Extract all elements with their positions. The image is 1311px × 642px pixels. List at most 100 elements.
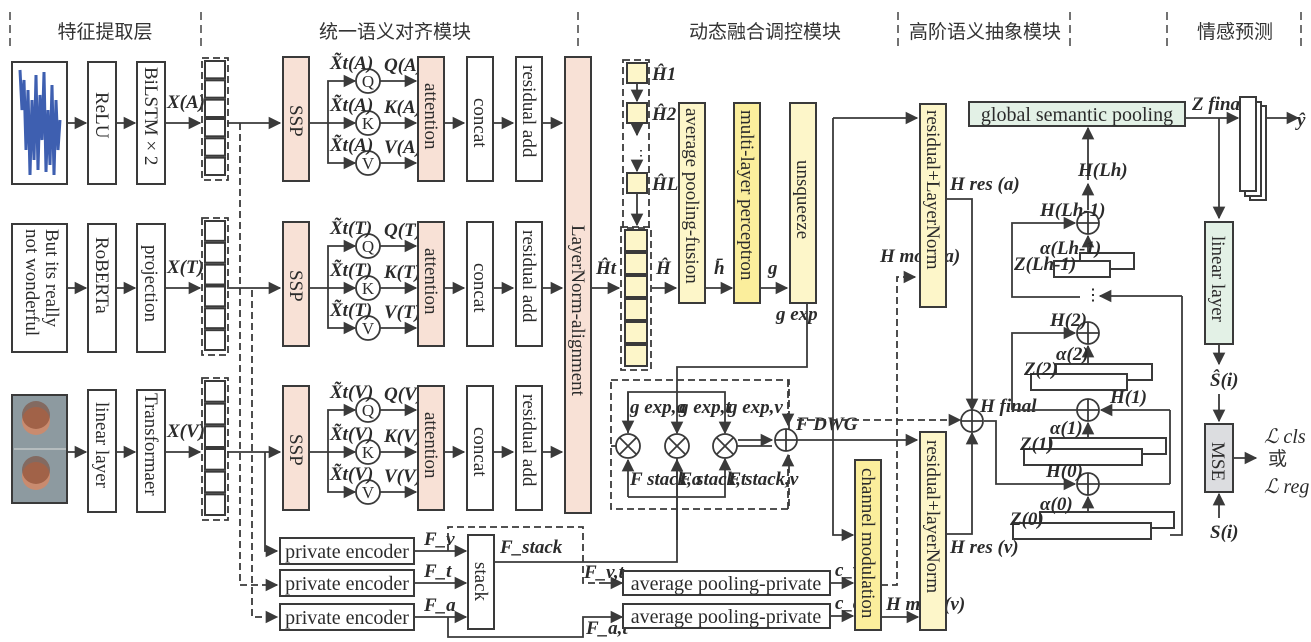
x-tilde-label: X̃t(T) [329, 260, 372, 281]
transformer-label: Transformaer [140, 393, 161, 496]
fused-token-cell [624, 298, 648, 321]
token-cell [204, 285, 226, 308]
v-matrix-label: V(V) [384, 466, 422, 487]
h-lh-label: H(Lh) [1077, 160, 1128, 181]
f-v-label: F_v [423, 529, 455, 550]
fused-token-cell [624, 344, 648, 367]
attention-block [417, 221, 445, 347]
dynamic-fusion: Ĥt ⋮ Ĥ1 Ĥ2 ĤL Ĥ average pooling-fusion h… [591, 59, 1037, 631]
fused-token-cell [624, 229, 648, 252]
projection-block [136, 223, 166, 353]
attention-label: attention [420, 412, 441, 479]
z-lh1-block [1053, 260, 1111, 278]
attention-label: attention [420, 83, 441, 150]
relu-label: ReLU [91, 92, 112, 139]
concat-block [466, 385, 494, 511]
token-cell [204, 118, 226, 138]
g-exp-v-label: g exp,v [727, 397, 783, 418]
f-stack-a-label: F stack,a [629, 469, 702, 490]
q-matrix-label: Q(T) [384, 220, 422, 241]
residual-layernorm-v-label: residual+layerNorm [922, 440, 943, 593]
bilstm-label: BiLSTM × 2 [140, 67, 161, 165]
ssp-block [282, 385, 310, 511]
projection-label: projection [140, 245, 161, 323]
private-branch: private encoder private encoder private … [279, 455, 863, 639]
token-cell [204, 493, 226, 517]
avg-pool-private-label: average pooling-private [631, 573, 822, 595]
token-stack-dashed [201, 377, 229, 521]
attention-block [417, 56, 445, 182]
attention-label: attention [420, 248, 441, 315]
mlp-label: multi-layer perceptron [736, 110, 757, 281]
avg-pool-private-a [622, 603, 831, 629]
mse-label: MSE [1207, 442, 1228, 481]
token-cell [204, 329, 226, 351]
residual-layernorm-a-block [919, 103, 947, 308]
classifier-block [1239, 96, 1257, 192]
mlp-block [733, 102, 761, 304]
vdots: ⋮ [634, 149, 648, 164]
h-lh1-label: H(Lh-1) [1039, 200, 1105, 221]
x-t-label: X(T) [166, 257, 204, 278]
layernorm-alignment-label: LayerNorm-alignment [567, 225, 588, 397]
residual-add-label: residual add [518, 230, 539, 323]
private-encoder-t [279, 569, 415, 597]
vdots: ⋮ [1085, 287, 1101, 304]
token-cell [204, 79, 226, 99]
residual-layernorm-a-label: residual+LayerNorm [922, 110, 943, 270]
avg-pool-fusion-block [678, 102, 706, 304]
residual-add-block [515, 385, 543, 511]
header-emotion-prediction: 情感预测 [1197, 21, 1273, 43]
token-cell [204, 137, 226, 157]
avg-pool-private-v [622, 570, 831, 596]
h-res-v-label: H res (v) [949, 537, 1019, 558]
token-cell [204, 60, 226, 80]
h-bar-label: h̄ [714, 257, 725, 279]
k-matrix-label: K(T) [383, 262, 421, 283]
attention-block [417, 385, 445, 511]
h-0-label: H(0) [1045, 461, 1083, 482]
loss-cls-label: ℒ cls [1264, 426, 1306, 448]
z-0-block [1012, 522, 1152, 540]
f-stack-t-label: F stack,t [678, 469, 747, 490]
feature-extraction: ReLU BiLSTM × 2 RoBERTa projection linea… [67, 61, 205, 513]
h-hat-label: Ĥ [655, 257, 672, 279]
k-label: K [362, 114, 375, 133]
q-label: Q [362, 401, 374, 420]
text-input-line2: not wonderful [21, 229, 42, 336]
unsqueeze-label: unsqueeze [792, 160, 813, 239]
q-matrix-label: Q(A) [384, 55, 423, 76]
token-cell [204, 220, 226, 242]
h-2-label: H(2) [1049, 310, 1087, 331]
g-exp-t-label: g exp,t [678, 397, 731, 418]
z-final-label: Z final [1191, 94, 1246, 115]
text-input-line1: But its really [41, 229, 62, 328]
linear-layer-pred-block [1204, 221, 1234, 345]
high-order-abstraction: global semantic pooling H(Lh) H(Lh-1) Z(… [968, 101, 1186, 540]
x-tilde-label: X̃t(V) [329, 382, 373, 403]
ssp-label: SSP [285, 434, 306, 466]
q-label: Q [362, 72, 374, 91]
fused-token-cell [624, 252, 648, 275]
token-cell [204, 307, 226, 330]
unsqueeze-block [789, 102, 817, 304]
k-matrix-label: K(V) [383, 426, 422, 447]
fused-stack-dashed [620, 226, 652, 371]
global-pooling-label: global semantic pooling [981, 104, 1173, 126]
h1-label: Ĥ1 [651, 63, 676, 85]
h-t-label: Ĥt [595, 257, 617, 279]
g-exp-a-label: g exp,a [629, 397, 686, 418]
transformer-block [136, 389, 166, 513]
x-tilde-label: X̃t(A) [329, 135, 373, 156]
token-cell [204, 98, 226, 118]
token-cell [204, 380, 226, 403]
residual-layernorm-v-block [919, 431, 947, 631]
stack-block [467, 534, 495, 630]
v-label: V [362, 483, 375, 502]
ssp-block [282, 221, 310, 347]
private-encoder-v [279, 537, 415, 565]
h1-block [626, 62, 648, 84]
header-dynamic-fusion: 动态融合调控模块 [689, 21, 841, 43]
h2-block [626, 102, 648, 124]
x-v-label: X(V) [166, 421, 205, 442]
